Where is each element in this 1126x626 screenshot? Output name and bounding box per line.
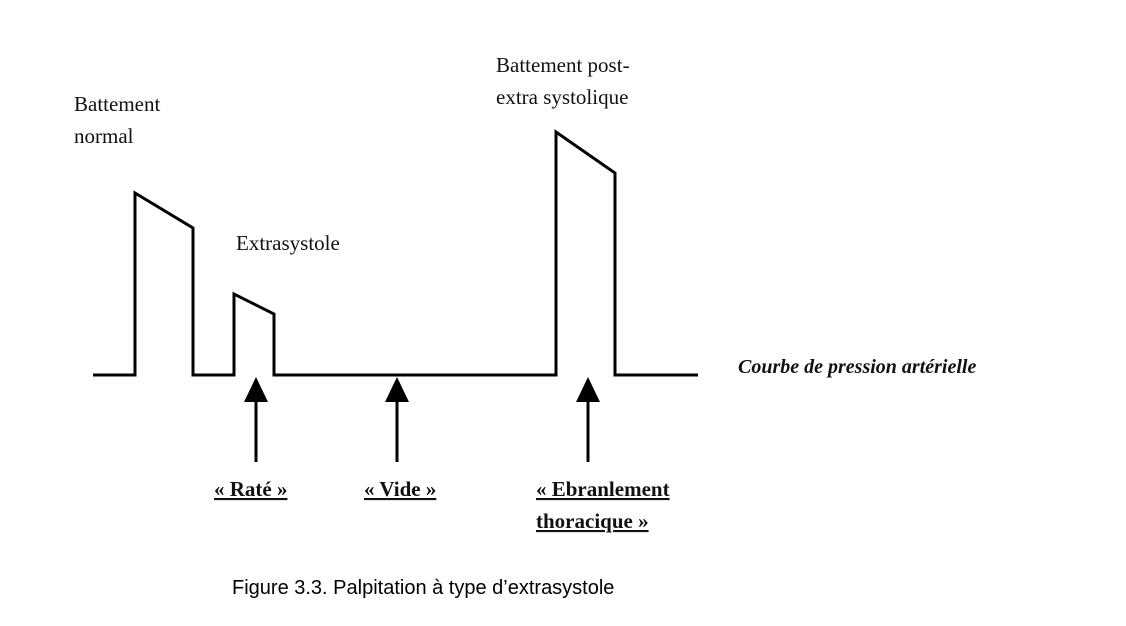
jolt-label-line1: « Ebranlement <box>536 477 670 501</box>
normal-beat-label-line1: Battement <box>74 92 160 116</box>
extrasystole-label: Extrasystole <box>236 231 340 255</box>
curve-name-label: Courbe de pression artérielle <box>738 356 976 378</box>
arrow-jolt <box>576 377 600 462</box>
jolt-label-line2: thoracique » <box>536 509 649 533</box>
arrow-jolt-head <box>576 377 600 402</box>
arrow-missed-head <box>244 377 268 402</box>
empty-label: « Vide » <box>364 477 436 501</box>
post-extra-beat-label-line2: extra systolique <box>496 85 628 109</box>
arrow-missed <box>244 377 268 462</box>
normal-beat-label-line2: normal <box>74 124 134 148</box>
missed-label: « Raté » <box>214 477 287 501</box>
pressure-curve <box>93 129 698 377</box>
figure-caption: Figure 3.3. Palpitation à type d’extrasy… <box>232 577 614 599</box>
post-extra-beat-label-line1: Battement post- <box>496 53 630 77</box>
arrow-empty-head <box>385 377 409 402</box>
arrow-empty <box>385 377 409 462</box>
